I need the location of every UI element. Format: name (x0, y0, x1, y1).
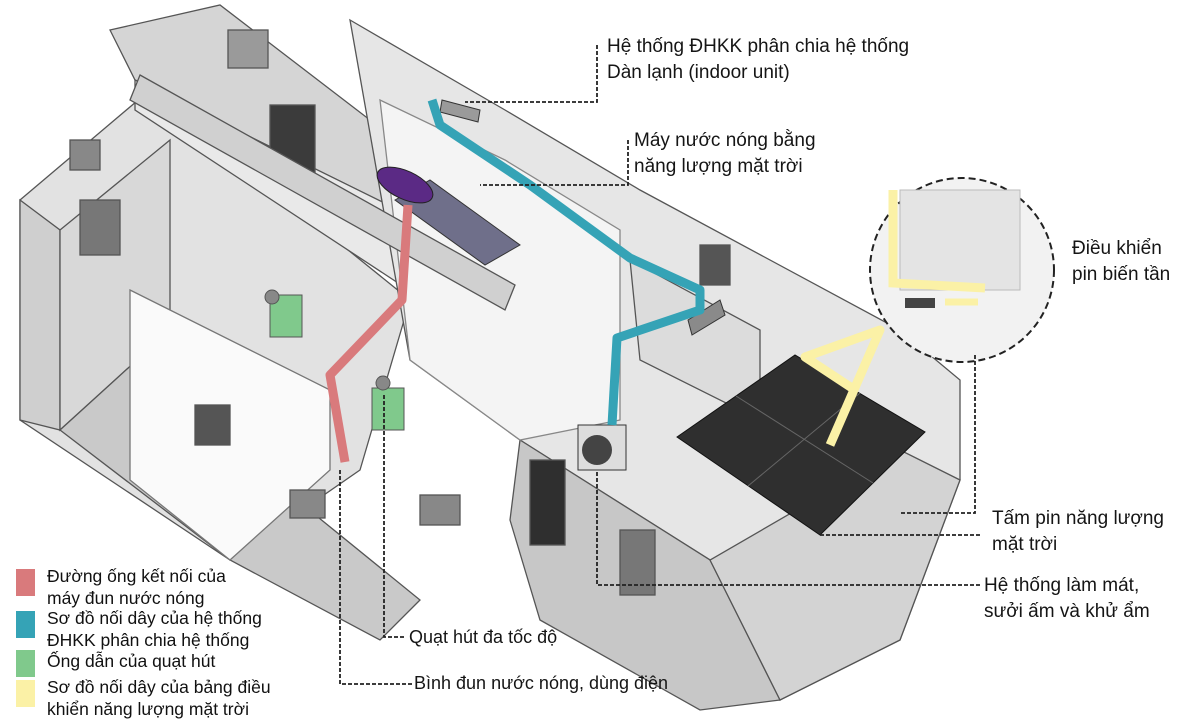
label-solar-water-heater: Máy nước nóng bằng năng lượng mặt trời (634, 128, 816, 180)
label-line: Điều khiển (1072, 238, 1162, 259)
indoor-unit (439, 99, 726, 336)
label-line: mặt trời (992, 534, 1058, 555)
legend-swatch-green (16, 650, 35, 677)
exhaust-fans (264, 289, 405, 431)
solar-water-heater (376, 166, 521, 266)
label-indoor-unit: Hệ thống ĐHKK phân chia hệ thống Dàn lạn… (607, 34, 909, 86)
legend-text: khiển năng lượng mặt trời (47, 699, 249, 719)
label-line: pin biến tần (1072, 264, 1171, 285)
label-line: Máy nước nóng bằng (634, 130, 816, 151)
label-electric-water-heater: Bình đun nước nóng, dùng điện (414, 673, 669, 693)
legend-swatch-blue (16, 611, 35, 638)
label-solar-panel: Tấm pin năng lượng mặt trời (992, 506, 1164, 558)
hot-water-pipe (325, 204, 413, 463)
label-hvac-system: Hệ thống làm mát, sưởi ấm và khử ẩm (984, 573, 1150, 625)
label-line: sưởi ấm và khử ẩm (984, 601, 1150, 622)
solar-control-wiring (800, 325, 885, 447)
legend-text: Đường ống kết nối của (47, 566, 226, 586)
legend-swatch-red (16, 569, 35, 596)
legend-text: Sơ đồ nối dây của bảng điều (47, 677, 271, 697)
label-line: năng lượng mặt trời (634, 156, 803, 177)
label-inverter-control: Điều khiển pin biến tần (1072, 236, 1170, 288)
label-line: Dàn lạnh (indoor unit) (607, 62, 790, 83)
inverter-inset (869, 177, 1055, 363)
legend-text: máy đun nước nóng (47, 588, 205, 608)
legend-item-exhaust-duct: Ống dẫn của quạt hút (16, 650, 215, 677)
outdoor-unit (577, 424, 627, 471)
legend-swatch-yellow (16, 680, 35, 707)
leader-lines (339, 45, 980, 685)
ac-wiring (427, 98, 705, 426)
label-line: Hệ thống ĐHKK phân chia hệ thống (607, 36, 910, 57)
label-line: Hệ thống làm mát, (984, 575, 1140, 596)
legend-text: Ống dẫn của quạt hút (47, 651, 216, 671)
legend-text: ĐHKK phân chia hệ thống (47, 630, 250, 650)
label-line: Tấm pin năng lượng (992, 508, 1164, 529)
legend-text: Sơ đồ nối dây của hệ thống (47, 608, 262, 628)
label-exhaust-fan: Quạt hút đa tốc độ (409, 627, 558, 647)
